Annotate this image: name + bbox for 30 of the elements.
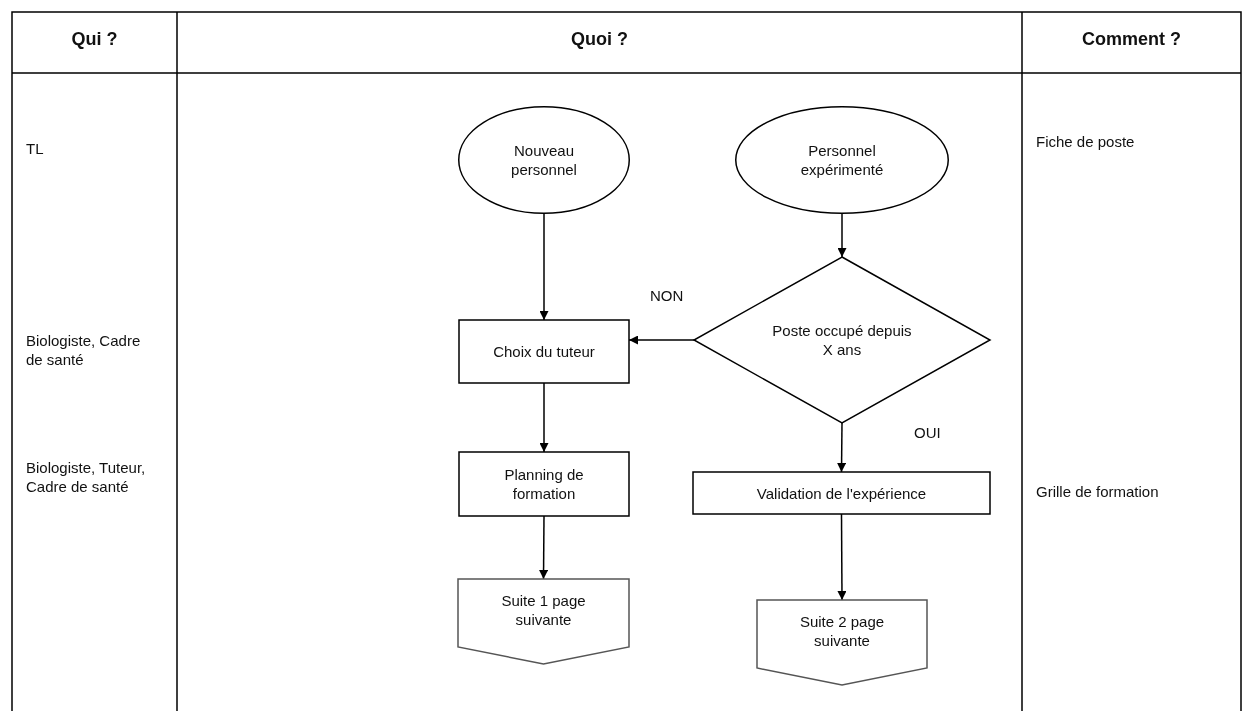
role-text: Biologiste, Cadre de santé bbox=[26, 331, 142, 369]
column-header: Quoi ? bbox=[570, 30, 629, 49]
start-ellipse bbox=[458, 106, 630, 214]
off-page-connector bbox=[458, 579, 629, 664]
process-box bbox=[459, 320, 629, 383]
start-ellipse bbox=[735, 106, 949, 214]
role-text: Grille de formation bbox=[1036, 482, 1160, 501]
node-text: Suite 1 page suivante bbox=[500, 591, 587, 629]
arrow bbox=[837, 213, 847, 258]
arrow bbox=[539, 213, 549, 321]
node-text: Planning de formation bbox=[503, 465, 585, 503]
node-text: Validation de l'expérience bbox=[756, 483, 927, 503]
role-text: Biologiste, Tuteur, Cadre de santé bbox=[26, 458, 147, 496]
process-box bbox=[459, 452, 629, 516]
node-text: Suite 2 page suivante bbox=[798, 612, 886, 650]
role-text: TL bbox=[26, 139, 45, 158]
arrow bbox=[837, 513, 847, 601]
node-text: Personnel expérimenté bbox=[799, 141, 885, 179]
decision-diamond bbox=[694, 257, 990, 423]
node-text: Nouveau personnel bbox=[510, 141, 578, 179]
arrow bbox=[539, 382, 549, 453]
arrow bbox=[837, 422, 847, 473]
arrow bbox=[539, 515, 549, 580]
node-text: Choix du tuteur bbox=[493, 342, 595, 361]
node-text: Poste occupé depuis X ans bbox=[771, 321, 913, 359]
column-header: Comment ? bbox=[1081, 30, 1182, 49]
process-box bbox=[693, 472, 990, 514]
off-page-connector bbox=[757, 600, 927, 685]
role-text: Fiche de poste bbox=[1036, 132, 1136, 151]
column-header: Qui ? bbox=[70, 30, 119, 49]
